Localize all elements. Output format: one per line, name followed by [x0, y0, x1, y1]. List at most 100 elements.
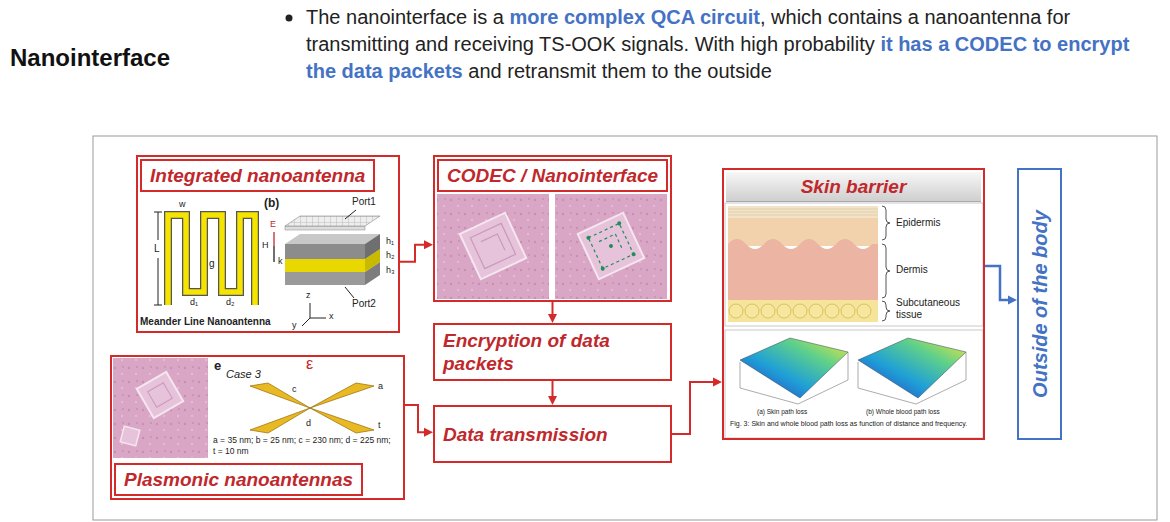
figure-label: h₃	[386, 265, 395, 275]
figure-label: y	[292, 320, 297, 330]
illustration-part	[841, 304, 855, 318]
flow-connector	[548, 302, 557, 323]
connector-line	[672, 382, 713, 434]
illustration-part	[882, 301, 890, 321]
illustration-part	[586, 235, 591, 240]
illustration-part	[793, 304, 807, 318]
illustration-part	[729, 304, 871, 318]
illustration-part	[588, 223, 633, 268]
illustration-part	[285, 226, 365, 230]
figure-label: Dermis	[896, 264, 928, 276]
illustration-part	[761, 304, 775, 318]
illustration-part	[777, 304, 791, 318]
illustration-part	[745, 304, 759, 318]
process-box: Encryption of data packets	[433, 323, 672, 381]
destination-box: Outside of the body	[1017, 168, 1062, 440]
box-label: Encryption of data packets	[443, 329, 662, 375]
illustration-part	[600, 266, 605, 271]
illustration-part	[285, 244, 365, 259]
illustration-part	[310, 303, 311, 318]
bullet-text: The nanointerface is amore complex QCA c…	[306, 4, 1162, 85]
illustration-part	[437, 194, 549, 299]
figure-label: t	[378, 420, 381, 430]
flow-connector	[985, 266, 1017, 305]
figure-label: H	[262, 240, 269, 250]
illustration-part	[285, 259, 365, 272]
figure-label: E	[270, 219, 276, 229]
figure-label: Subcutaneous tissue	[896, 297, 976, 320]
illustration-part	[273, 232, 274, 246]
illustration-part	[725, 203, 983, 326]
connector-line	[985, 266, 1008, 300]
figure-label: z	[306, 290, 311, 300]
flow-connector	[405, 405, 433, 437]
illustration-part	[882, 244, 890, 298]
figure-label: t = 10 nm	[213, 447, 249, 457]
illustration-part	[113, 358, 208, 458]
figure-label: Case 3	[226, 368, 261, 381]
figure-label: (b) Whole blood path loss	[866, 408, 940, 415]
figure-label: (a) Skin path loss	[757, 408, 807, 415]
illustration-part	[728, 239, 878, 300]
arrow-head	[424, 240, 433, 249]
illustration-part	[250, 408, 310, 433]
figure-label: ε	[306, 355, 313, 373]
arrow-head	[1008, 295, 1017, 304]
arrow-head	[548, 396, 557, 405]
illustration-part	[728, 209, 878, 215]
illustration-part	[310, 318, 326, 319]
illustration-part	[460, 213, 526, 279]
figure-label: w	[179, 199, 186, 209]
illustration-part	[729, 304, 743, 318]
illustration-part	[825, 304, 839, 318]
flow-connector	[548, 381, 557, 405]
bullet-phrase: The nanointerface is a	[306, 6, 504, 28]
figure-label: g	[209, 258, 215, 270]
figure-label: Fig. 3: Skin and whole blood path loss a…	[730, 420, 980, 428]
illustration-part	[286, 15, 293, 22]
figure-label: L	[154, 243, 160, 255]
arrow-head	[424, 428, 433, 437]
figure-label: Port2	[352, 298, 376, 310]
figure-label: c	[292, 384, 297, 394]
illustration-part	[148, 383, 173, 408]
illustration-part	[470, 223, 515, 268]
slide-title: Nanointerface	[10, 44, 170, 72]
illustration-part	[555, 194, 667, 299]
figure-label: e	[214, 359, 221, 374]
box-label: Data transmission	[443, 423, 662, 446]
panel-heading: CODEC / Nanointerface	[437, 159, 668, 192]
figure-label: Epidermis	[896, 217, 940, 229]
figure-label: d₂	[226, 297, 235, 307]
illustration-part	[120, 426, 140, 446]
illustration-part	[728, 206, 878, 218]
figure-label: h₁	[386, 236, 394, 246]
illustration-part	[857, 304, 871, 318]
figure-label: h₂	[386, 250, 395, 260]
bullet-phrase: and retransmit them to the outside	[468, 60, 772, 82]
illustration-part	[365, 234, 380, 259]
illustration-part	[310, 408, 374, 433]
illustration-part	[168, 215, 255, 305]
illustration-part	[460, 213, 526, 279]
figure-label: (b)	[264, 197, 279, 211]
figure-label: Port1	[352, 196, 376, 208]
illustration-part	[273, 246, 274, 262]
process-box: Data transmission	[433, 405, 672, 463]
connector-line	[552, 302, 554, 314]
illustration-part	[608, 243, 613, 248]
connector-line	[400, 245, 424, 262]
arrow-head	[713, 378, 722, 387]
illustration-part	[93, 136, 1157, 520]
figure-label: x	[329, 311, 334, 321]
illustration-part	[617, 221, 622, 226]
illustration-part	[728, 300, 878, 322]
illustration-part	[578, 213, 644, 279]
illustration-part	[740, 338, 848, 398]
arrow-head	[548, 314, 557, 323]
illustration-part	[882, 206, 890, 240]
figure-label: a	[378, 381, 383, 391]
illustration-part	[137, 372, 183, 418]
panel-heading: Plasmonic nanoantennas	[114, 463, 363, 496]
connector-line	[405, 405, 424, 432]
